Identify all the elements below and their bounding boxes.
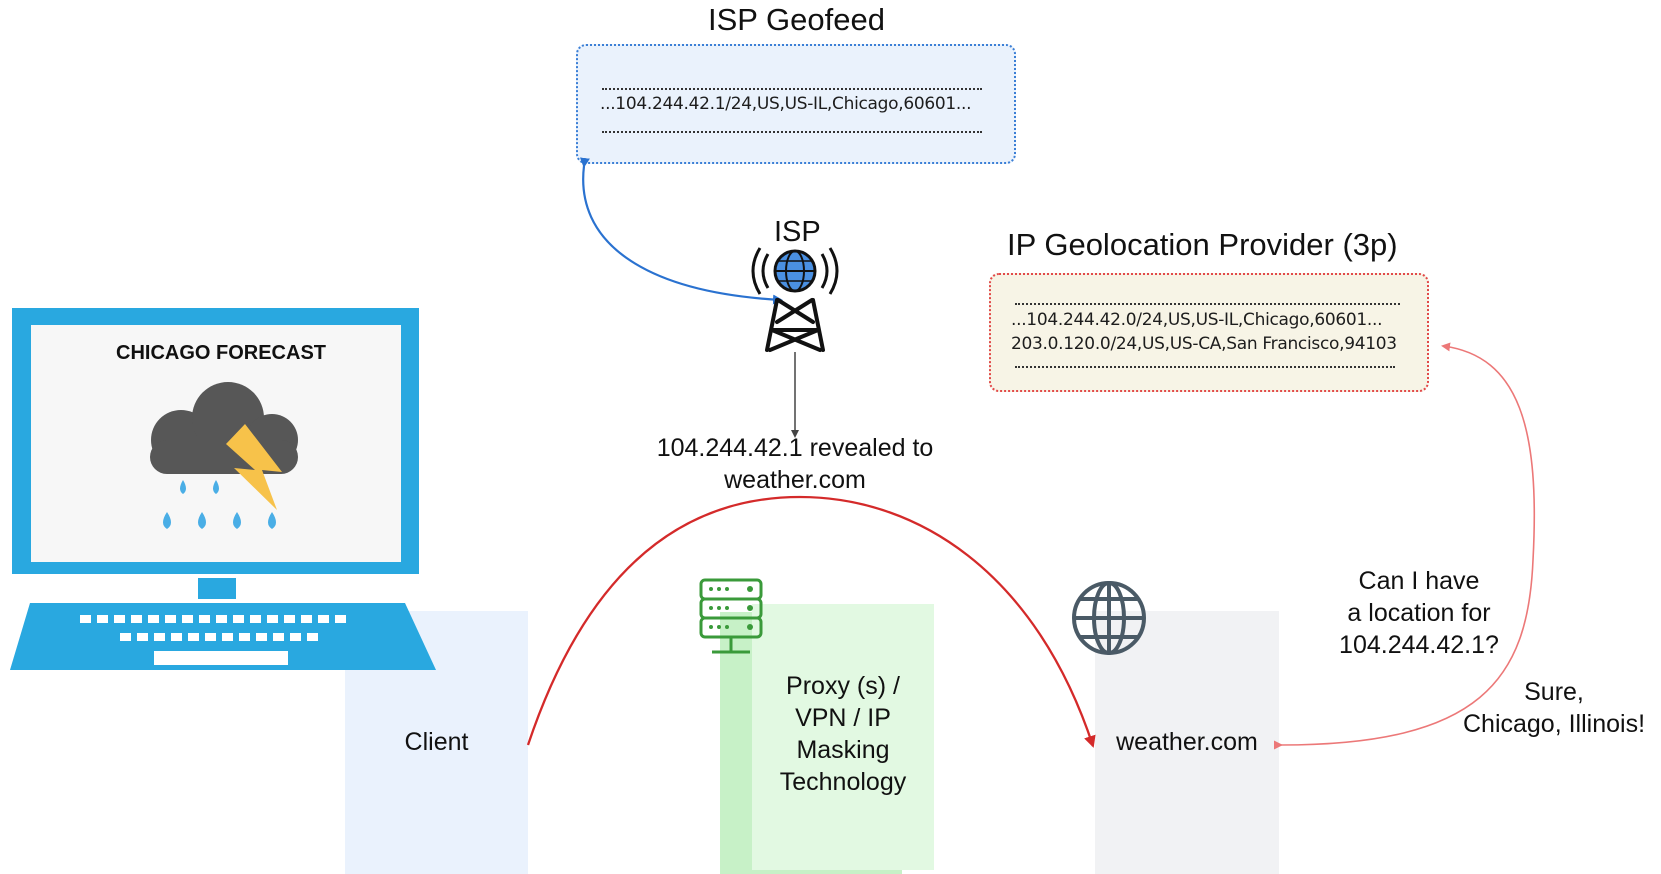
answer-line1: Sure, xyxy=(1524,678,1584,706)
proxy-label-line1: Proxy (s) / xyxy=(786,672,900,700)
geofeed-isp-arrow xyxy=(579,157,783,305)
client-weather-arrow xyxy=(526,495,1096,748)
geolocation-provider-title: IP Geolocation Provider (3p) xyxy=(1007,227,1398,262)
globe-icon xyxy=(1072,581,1146,655)
weather-label: weather.com xyxy=(1116,728,1258,756)
cell-tower-globe-icon xyxy=(751,247,839,352)
query-line1: Can I have xyxy=(1358,567,1480,595)
weather-geolocation-arrow xyxy=(1273,342,1536,750)
server-lights xyxy=(709,586,753,630)
geolocation-record: ...104.244.42.0/24,US,US-IL,Chicago,6060… xyxy=(1011,310,1383,330)
client-label: Client xyxy=(404,728,469,756)
answer-line2: Chicago, Illinois! xyxy=(1462,710,1646,738)
proxy-label-line4: Technology xyxy=(779,768,907,796)
geofeed-record: ...104.244.42.1/24,US,US-IL,Chicago,6060… xyxy=(600,94,972,114)
isp-geofeed-title: ISP Geofeed xyxy=(708,2,885,37)
proxy-label-line2: VPN / IP xyxy=(795,704,891,732)
reveal-note-line1: 104.244.42.1 revealed to xyxy=(656,434,934,462)
dotted-line xyxy=(602,88,982,90)
weather-panel xyxy=(1095,611,1279,874)
proxy-panel-front xyxy=(752,604,934,870)
isp-label: ISP xyxy=(774,216,821,248)
reveal-note-line2: weather.com xyxy=(724,466,866,494)
dotted-line xyxy=(1015,366,1395,368)
query-line2: a location for xyxy=(1347,599,1491,627)
query-line3: 104.244.42.1? xyxy=(1339,631,1499,659)
server-icon xyxy=(699,578,763,654)
dotted-line xyxy=(1015,303,1400,305)
laptop-screen-title: CHICAGO FORECAST xyxy=(116,342,326,364)
isp-geofeed-box: ...104.244.42.1/24,US,US-IL,Chicago,6060… xyxy=(576,44,1016,164)
storm-cloud-icon xyxy=(150,382,298,529)
dotted-line xyxy=(602,131,982,133)
proxy-label-line3: Masking xyxy=(796,736,890,764)
keyboard-keys xyxy=(80,615,346,641)
